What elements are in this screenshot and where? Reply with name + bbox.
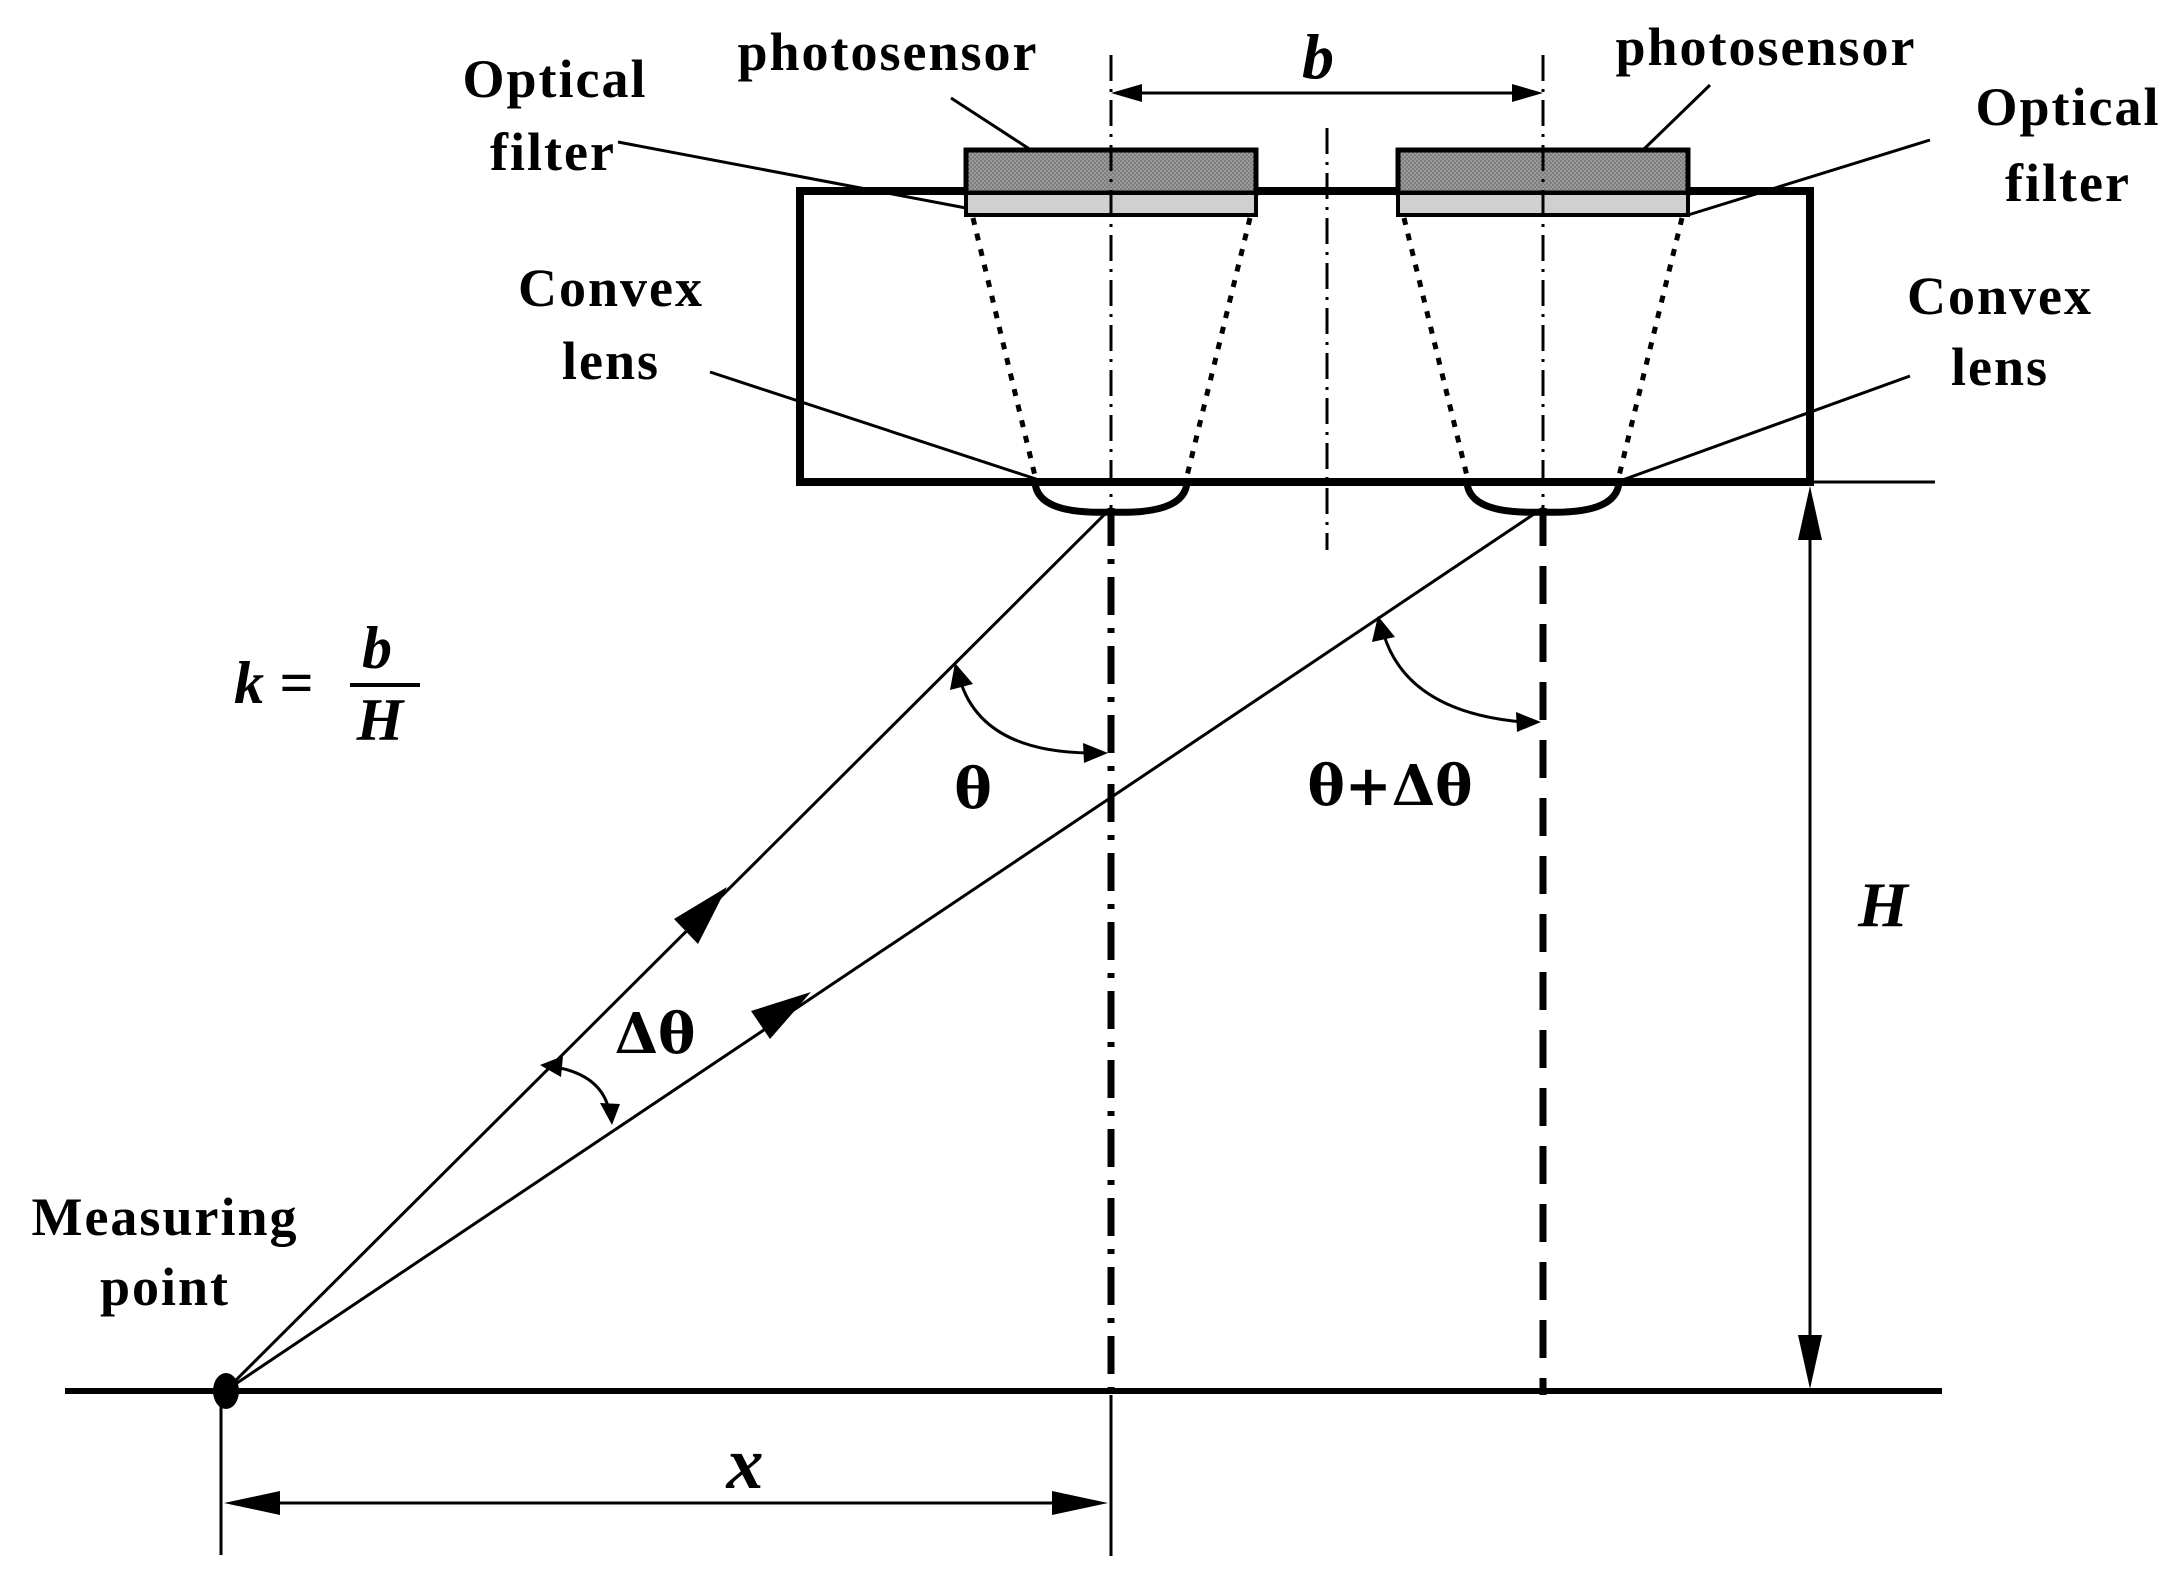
ray-to-left-lens <box>223 506 1113 1393</box>
formula-k: k = b H <box>234 615 420 753</box>
label-photosensor-left: photosensor <box>737 22 1038 82</box>
label-theta-plus-delta: θ+Δθ <box>1307 753 1472 819</box>
ray-to-right-lens <box>224 506 1544 1393</box>
label-measuring-point-2: point <box>100 1257 230 1317</box>
label-height-H: H <box>1857 869 1910 940</box>
height-H-dimension <box>1798 486 1822 1389</box>
ray-arrow-right <box>751 992 811 1039</box>
label-theta: θ <box>954 756 991 822</box>
label-optical-filter-right-1: Optical <box>1976 77 2161 137</box>
theta-angle-arc <box>950 663 1108 763</box>
leader-convex-lens-left <box>709 370 1046 484</box>
leader-optical-filter-right <box>1687 138 1931 217</box>
delta-theta-angle-arc <box>540 1056 620 1125</box>
label-measuring-point-1: Measuring <box>32 1187 299 1247</box>
label-baseline-b: b <box>1302 21 1334 92</box>
left-light-cone <box>970 217 1253 477</box>
label-distance-x: x <box>726 1423 764 1505</box>
formula-denominator: H <box>356 687 406 753</box>
leader-photosensor-left <box>950 96 1032 152</box>
theta-plus-angle-arc <box>1372 616 1541 732</box>
leader-convex-lens-right <box>1616 374 1911 484</box>
ray-arrow-left <box>674 887 727 944</box>
label-photosensor-right: photosensor <box>1615 17 1916 77</box>
label-optical-filter-left-2: filter <box>490 122 616 182</box>
formula-numerator: b <box>362 615 392 681</box>
label-optical-filter-left-1: Optical <box>463 49 648 109</box>
label-convex-lens-left-1: Convex <box>518 258 704 318</box>
label-optical-filter-right-2: filter <box>2005 153 2131 213</box>
label-convex-lens-left-2: lens <box>562 331 660 391</box>
sensor-housing <box>796 187 1814 486</box>
label-convex-lens-right-1: Convex <box>1907 266 2093 326</box>
distance-x-dimension <box>219 1395 1108 1555</box>
label-convex-lens-right-2: lens <box>1951 337 2049 397</box>
leader-lines <box>617 83 1931 484</box>
baseline-b-dimension <box>1111 84 1543 102</box>
label-delta-theta: Δθ <box>615 1001 696 1067</box>
leader-photosensor-right <box>1641 83 1712 152</box>
leader-optical-filter-left <box>617 140 967 210</box>
right-light-cone <box>1401 217 1685 477</box>
measuring-point-dot <box>213 1373 239 1409</box>
formula-lhs: k = <box>234 650 313 716</box>
